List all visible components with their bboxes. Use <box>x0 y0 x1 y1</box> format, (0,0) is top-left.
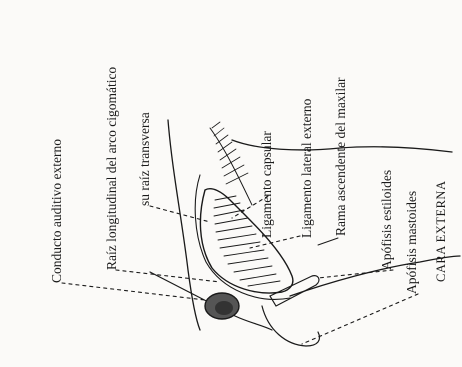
leader-rama <box>318 238 338 245</box>
label-apofisis-estiloides: Apófisis estiloides <box>380 170 394 270</box>
notch-outline <box>210 128 252 205</box>
label-ligamento-capsular: Ligamento capsular <box>260 131 274 238</box>
label-conducto-auditivo: Conducto auditivo externo <box>50 139 64 283</box>
label-raiz-transversa: su raíz transversa <box>138 112 152 206</box>
mastoid-process <box>262 306 320 346</box>
label-apofisis-mastoides: Apófisis mastoides <box>405 191 419 294</box>
label-raiz-longitudinal: Raíz longitudinal del arco cigomático <box>105 67 119 270</box>
articular-hatching <box>212 122 248 184</box>
label-ligamento-lateral: Ligamento lateral externo <box>300 99 314 238</box>
label-rama-ascendente: Rama ascendente del maxilar <box>334 77 348 236</box>
label-cara-externa: CARA EXTERNA <box>435 181 448 283</box>
styloid-process <box>270 276 319 306</box>
